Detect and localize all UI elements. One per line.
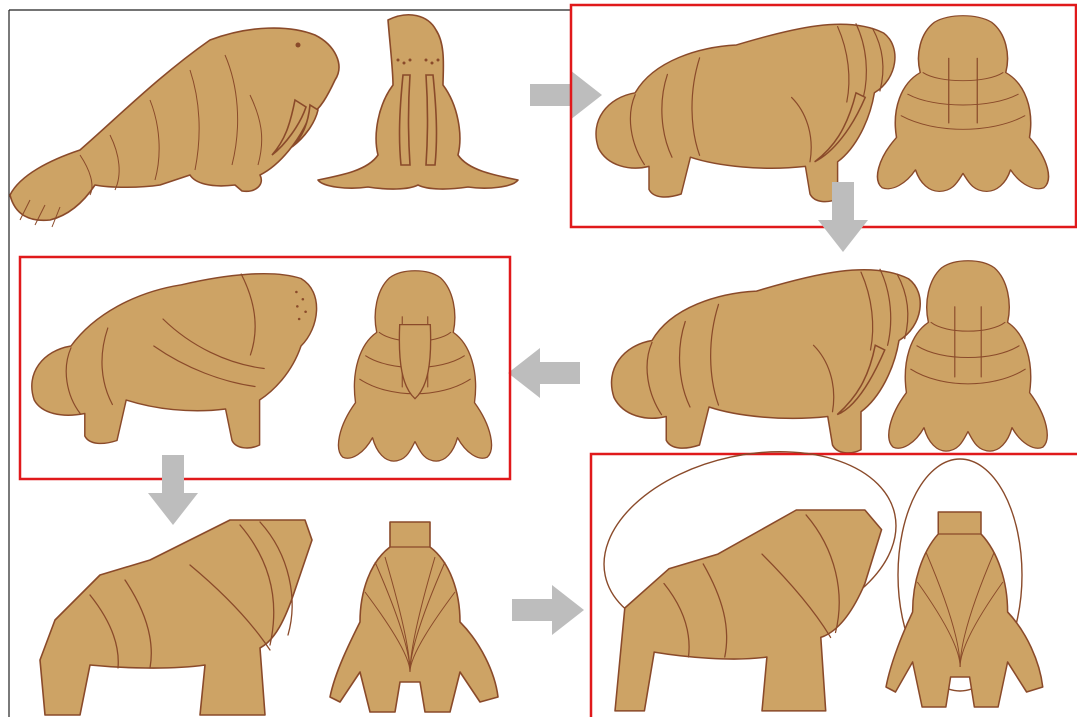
- stage-5-side-walrus: [40, 520, 312, 715]
- arrow-left-1: [508, 348, 580, 398]
- stage-4-side-walrus: [32, 274, 317, 448]
- stage-6-side-walrus: [615, 510, 882, 711]
- arrow-down-2: [148, 455, 198, 525]
- stage-2-front-walrus: [878, 16, 1049, 192]
- stage-1-front-walrus: [318, 15, 518, 189]
- stage-4-front-walrus: [339, 271, 492, 461]
- arrow-right-1: [530, 70, 602, 120]
- stage-2-side-walrus: [596, 24, 895, 202]
- stage-5-front-walrus: [330, 522, 498, 712]
- stage-3-side-walrus: [612, 269, 921, 453]
- stage-1-side-walrus: [10, 28, 339, 227]
- arrow-right-2: [512, 585, 584, 635]
